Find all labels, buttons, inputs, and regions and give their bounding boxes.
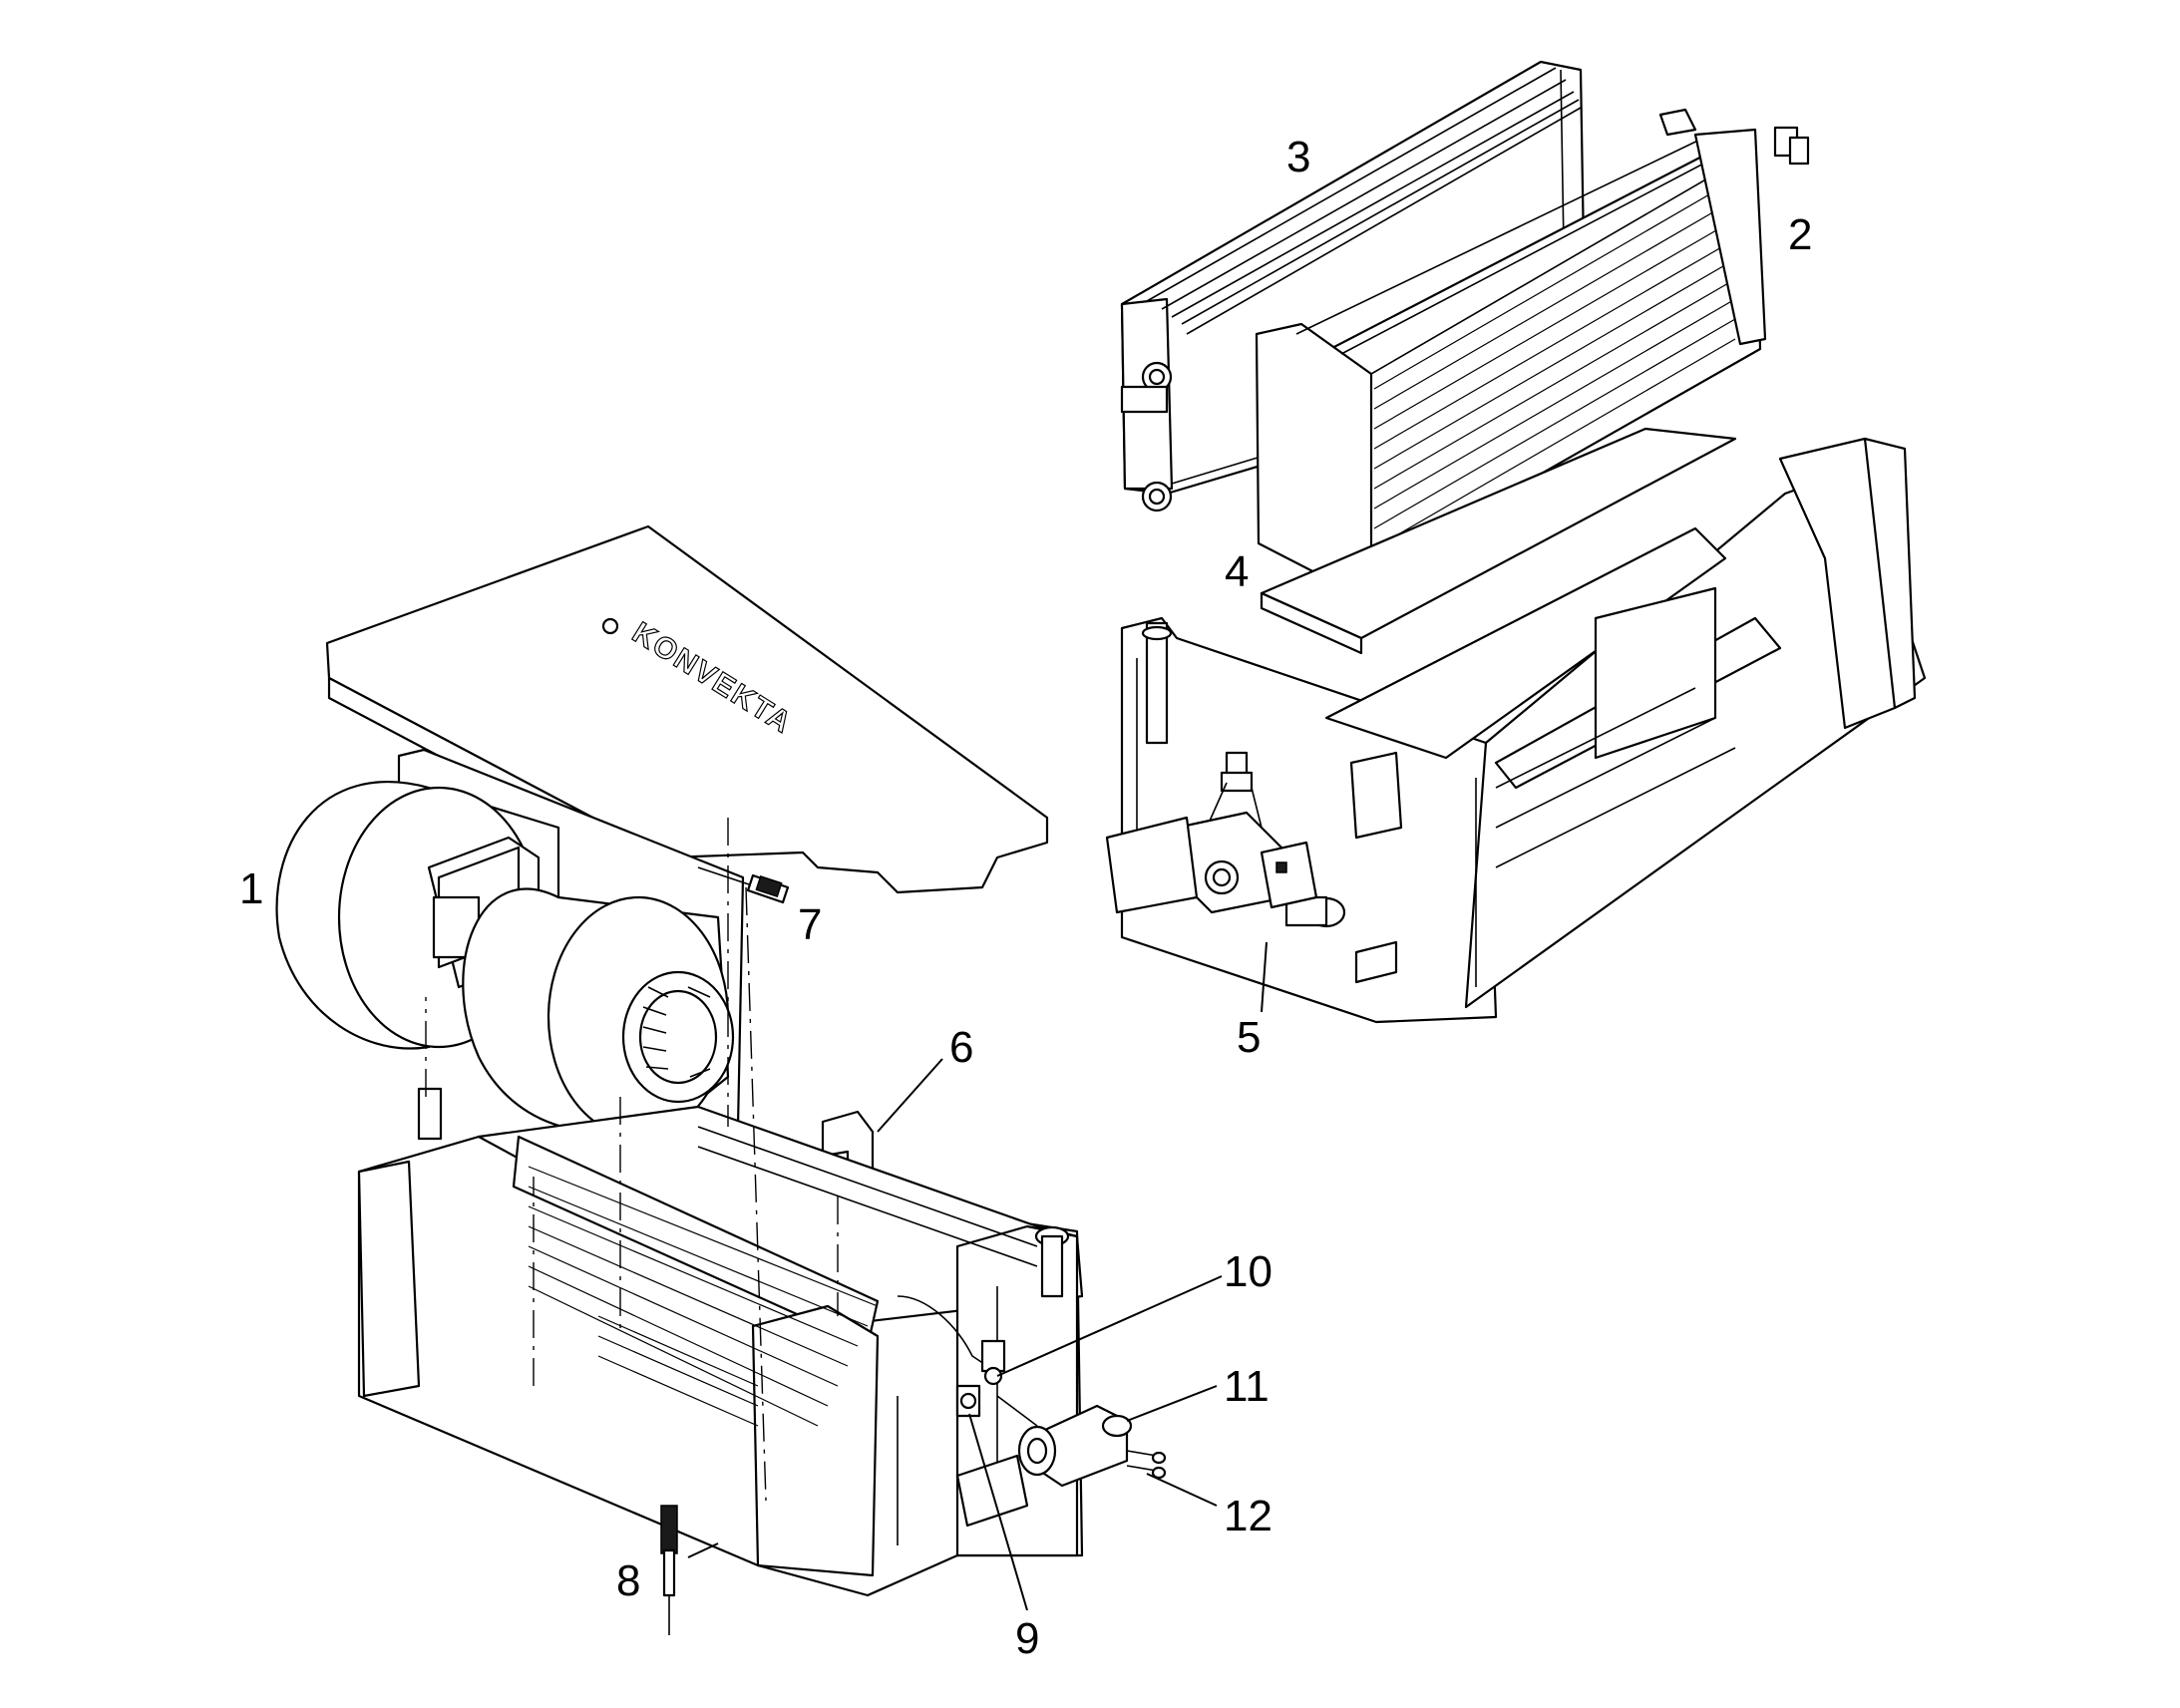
evaporator-housing-right bbox=[1120, 437, 1927, 1024]
callout-1: 1 bbox=[239, 864, 263, 913]
callout-12: 12 bbox=[1224, 1492, 1272, 1540]
water-valve-bracket bbox=[1105, 751, 1346, 928]
callout-8: 8 bbox=[616, 1556, 640, 1605]
drain-sensor bbox=[660, 1505, 678, 1635]
evaporator-coil bbox=[1255, 108, 1810, 580]
callout-2: 2 bbox=[1788, 210, 1812, 259]
leader-lines bbox=[687, 941, 1268, 1611]
expansion-valve bbox=[996, 1395, 1133, 1488]
pipe-clamp-and-connector bbox=[897, 1295, 1006, 1418]
top-cover: KONVEKTA bbox=[325, 524, 1049, 894]
alignment-lines bbox=[425, 818, 839, 1502]
insulation-pad bbox=[1260, 427, 1737, 655]
blower-wheel-blades bbox=[642, 986, 711, 1078]
callout-5: 5 bbox=[1237, 1013, 1261, 1062]
condenser-fins bbox=[528, 1166, 879, 1427]
callout-3: 3 bbox=[1286, 133, 1310, 181]
blower-assembly bbox=[275, 748, 745, 1149]
refrigerant-lines bbox=[1126, 1450, 1167, 1480]
callout-10: 10 bbox=[1224, 1247, 1272, 1296]
callout-6: 6 bbox=[949, 1023, 973, 1072]
callout-7: 7 bbox=[798, 900, 822, 949]
callout-9: 9 bbox=[1015, 1614, 1039, 1663]
callout-4: 4 bbox=[1225, 547, 1249, 596]
evaporator-fins bbox=[1373, 178, 1736, 549]
callouts: 1 2 3 4 5 6 7 8 9 10 11 12 bbox=[239, 133, 1812, 1663]
callout-11: 11 bbox=[1224, 1362, 1270, 1411]
condenser-housing-left bbox=[357, 1105, 1084, 1597]
